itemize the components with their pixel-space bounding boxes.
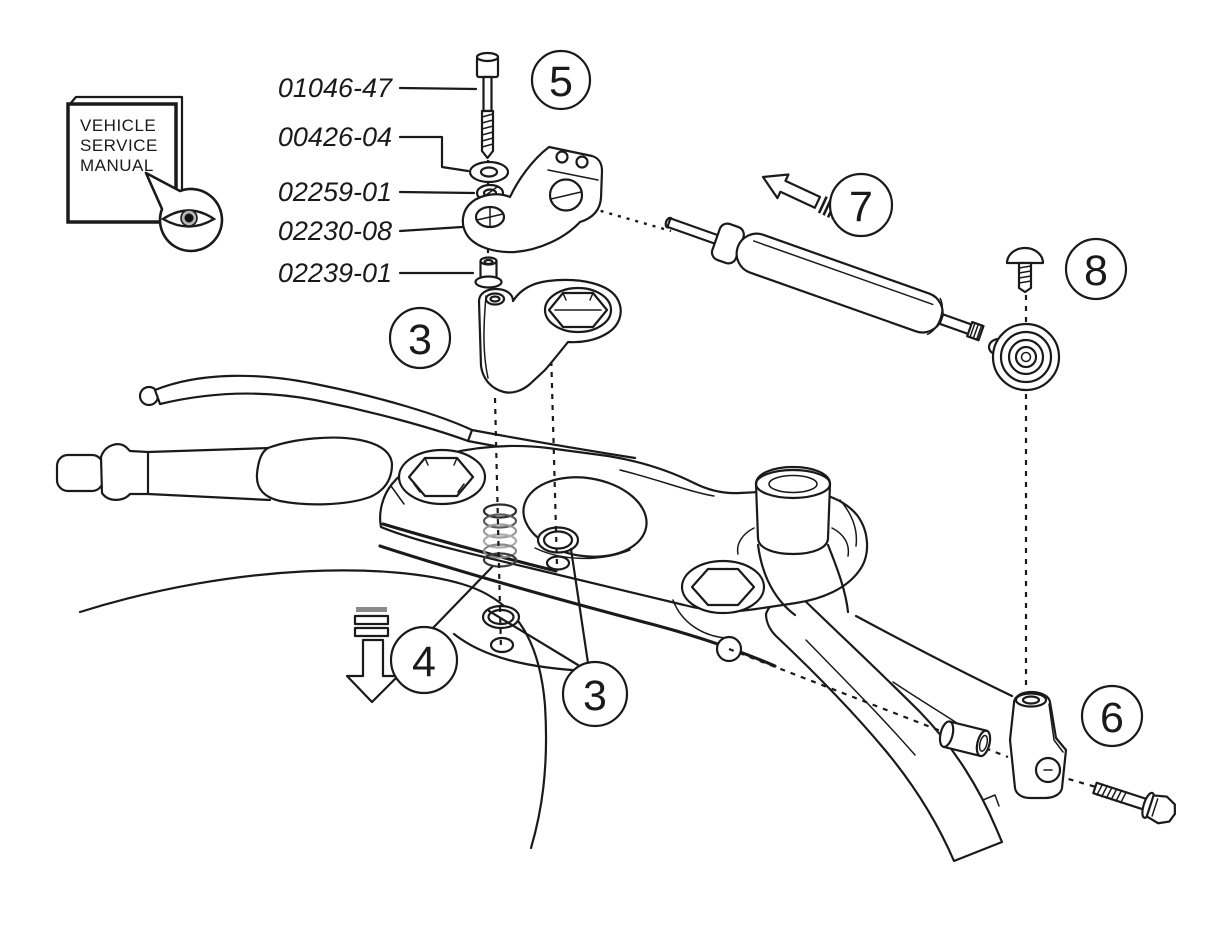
manual-line-1: VEHICLE	[80, 116, 156, 135]
part-label-02230-08: 02230-08	[278, 216, 392, 246]
damper-bracket	[461, 145, 604, 254]
callout-6-number: 6	[1100, 694, 1124, 742]
bar-bottom-line	[146, 492, 272, 502]
steering-stem	[736, 465, 850, 617]
clamp-window	[522, 476, 648, 558]
callout-7: 7	[828, 172, 894, 238]
press-down-arrow-icon	[345, 607, 400, 704]
part-label-02239-01: 02239-01	[278, 258, 392, 288]
stem-axis-left	[493, 397, 503, 651]
callout-7-number: 7	[849, 183, 873, 231]
manual-line-2: SERVICE	[80, 136, 158, 155]
bracket-tab-hole-1	[555, 150, 569, 164]
callout-3-lower: 3	[561, 660, 629, 728]
brake-lever	[153, 374, 474, 443]
shoulder-spacer	[474, 256, 503, 289]
callout-3-upper-number: 3	[408, 316, 432, 364]
eye-icon	[160, 209, 217, 228]
callout-4-number: 4	[412, 638, 436, 686]
fork-cap-right	[672, 559, 766, 639]
mudguard-edge	[854, 614, 1014, 698]
fender-arc	[78, 569, 548, 850]
front-end-assembly-drawing	[55, 374, 1014, 863]
callouts: 5 7 8 3 4 3 6	[388, 49, 1144, 748]
stem-axis-right	[549, 349, 559, 567]
flat-washer	[468, 160, 510, 184]
preload-spring	[482, 503, 518, 568]
bar-top-line	[146, 446, 272, 454]
leader-lines	[398, 86, 590, 667]
part-label-02259-01: 02259-01	[278, 177, 392, 207]
service-manual-badge: VEHICLE SERVICE MANUAL	[66, 95, 224, 253]
button-head-screw	[1005, 246, 1045, 294]
part-label-00426-04: 00426-04	[278, 122, 392, 152]
part-label-01046-47: 01046-47	[278, 73, 393, 103]
bracket-tab-hole-2	[575, 155, 589, 169]
master-cylinder	[255, 436, 394, 506]
fork-cap-left	[397, 448, 487, 506]
hex-flange-bolt	[1092, 781, 1176, 825]
callout-3-upper: 3	[388, 306, 452, 370]
part-number-labels: 01046-47 00426-04 02259-01 02230-08 0223…	[278, 73, 393, 288]
handlebar	[55, 374, 637, 506]
callout-5-number: 5	[549, 58, 573, 106]
bar-end	[55, 453, 105, 493]
mount-spacer	[938, 720, 992, 758]
callout-3-lower-number: 3	[583, 672, 607, 720]
lever-line-1	[470, 428, 637, 460]
fork-leg	[764, 594, 1014, 863]
stem-mount-bracket	[477, 278, 622, 394]
damper-rod-end	[987, 322, 1061, 392]
lower-mount-bracket	[1008, 690, 1068, 800]
callout-4: 4	[389, 625, 459, 695]
socket-head-bolt	[475, 51, 500, 160]
manual-line-3: MANUAL	[80, 156, 154, 175]
callout-6: 6	[1080, 684, 1144, 748]
direction-arrow-left-icon	[761, 173, 842, 220]
bar-collar	[99, 443, 150, 501]
steering-damper	[664, 216, 1061, 392]
callout-8: 8	[1064, 237, 1128, 301]
callout-8-number: 8	[1084, 247, 1108, 295]
callout-5: 5	[530, 49, 592, 111]
damper-rod	[666, 217, 721, 246]
